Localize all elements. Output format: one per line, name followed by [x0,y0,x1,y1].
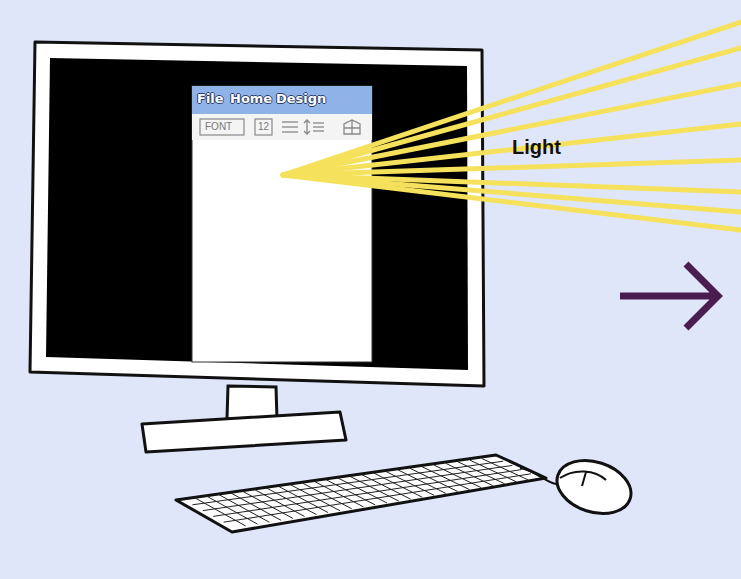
font-button [200,119,244,135]
key-line [224,474,531,522]
keyboard [176,455,546,532]
key-line [362,475,411,499]
spacing-icon [313,122,324,123]
key-line [278,486,328,513]
menu-tab: Design [276,92,326,105]
spacing-icon [313,126,324,127]
key-line [350,476,399,501]
monitor-screen [46,58,468,370]
light-ray [283,175,741,230]
align-icon [282,126,298,127]
align-icon [282,131,298,132]
key-line [206,496,258,524]
light-ray [283,22,741,175]
key-line [254,489,305,516]
mouse-cable [520,468,556,484]
toolbar-icons [282,120,360,134]
key-line [482,459,528,480]
menu-bar [192,86,372,114]
toolbar-label: 12 [258,122,269,132]
light-ray [283,48,741,175]
light-ray [283,124,741,175]
light-ray [283,84,741,175]
spacing-icon [304,120,310,134]
key-line [290,484,340,510]
key-line [194,497,246,526]
key-line [374,473,422,497]
mouse [550,451,638,522]
key-line [230,493,281,521]
mouse-buttons [560,471,606,486]
key-line [203,465,513,510]
key-line [302,483,352,509]
light-ray [283,175,741,212]
light-rays [283,22,741,230]
table-icon [344,120,360,134]
monitor-bezel [30,42,484,386]
key-line [338,478,387,503]
align-icon [282,121,298,122]
light-ray [283,160,741,175]
spacing-icon [313,130,324,131]
key-line [314,481,363,507]
size-button [255,119,272,135]
key-line [213,470,521,517]
menu-tab: File [197,92,224,105]
menu-tab: Home [230,92,272,105]
next-arrow [620,264,718,328]
monitor-base [142,412,346,452]
document-window [192,86,372,362]
key-line [242,491,293,518]
key-line [398,470,446,493]
key-line [386,472,434,496]
toolbar-label: FONT [205,122,232,132]
toolbar [192,114,372,140]
key-line [218,494,269,522]
key-line [266,488,316,515]
light-label: Light [512,137,561,157]
key-line [326,480,375,505]
keyboard-keys [192,459,530,526]
